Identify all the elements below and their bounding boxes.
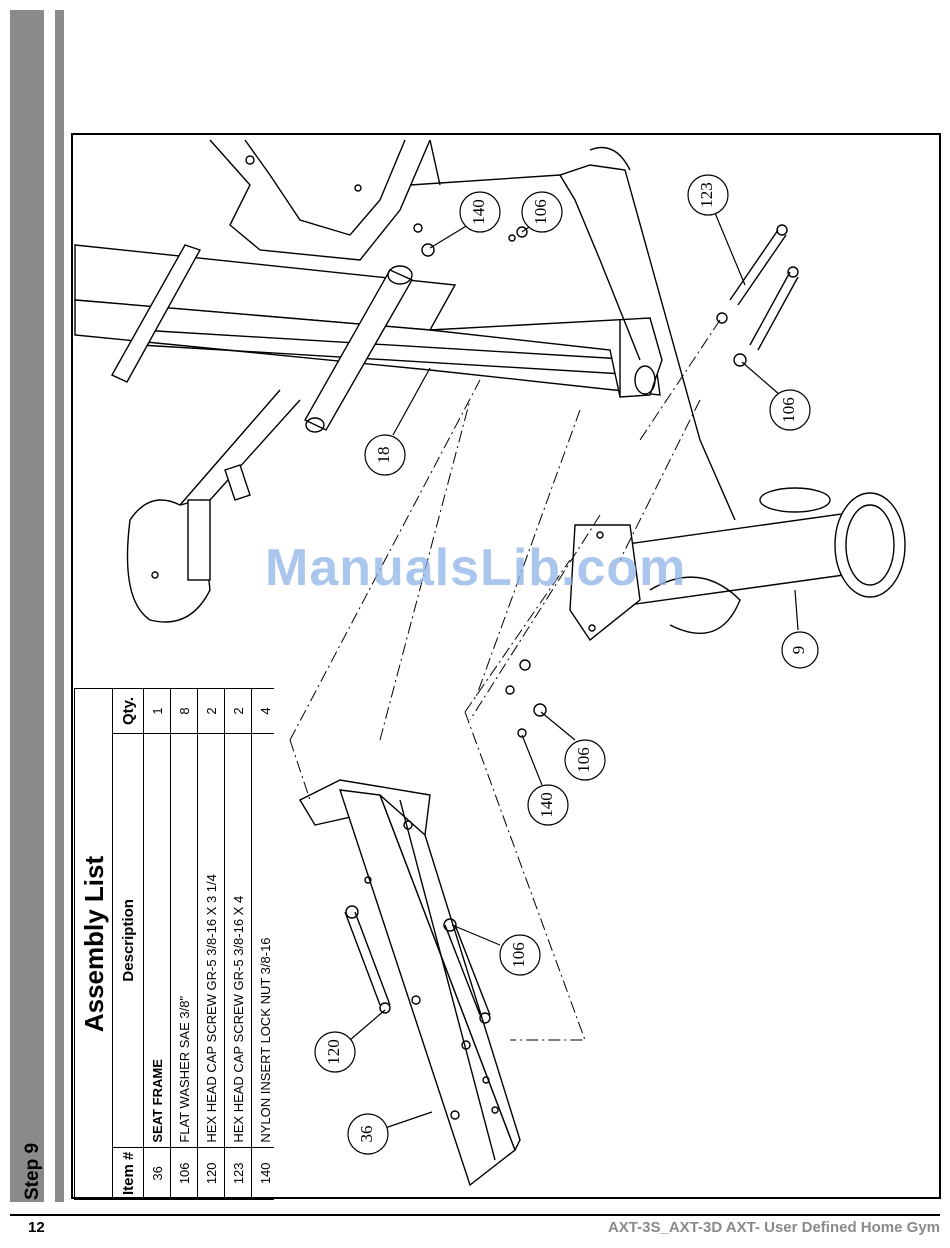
assembly-list-title: Assembly List xyxy=(74,688,112,1200)
svg-text:106: 106 xyxy=(531,199,550,225)
callout-18: 18 xyxy=(364,367,431,476)
diagram-frame xyxy=(71,133,941,1199)
item-qty: 8 xyxy=(170,688,198,734)
svg-text:36: 36 xyxy=(357,1126,376,1143)
pulley-hub-drawing xyxy=(126,389,301,623)
exploded-assembly-diagram: 140 106 123 106 18 9 xyxy=(74,139,906,1187)
item-description: SEAT FRAME xyxy=(143,733,171,1148)
step-label: Step 9 xyxy=(22,1142,43,1200)
side-bar-dark xyxy=(10,10,44,1202)
item-number: 106 xyxy=(170,1147,198,1200)
header-qty: Qty. xyxy=(112,688,144,734)
table-row: 120 HEX HEAD CAP SCREW GR-5 3/8-16 X 3 1… xyxy=(197,688,225,1200)
table-row: 123 HEX HEAD CAP SCREW GR-5 3/8-16 X 4 2 xyxy=(224,688,252,1200)
svg-text:140: 140 xyxy=(537,792,556,818)
svg-text:18: 18 xyxy=(374,447,393,464)
assembly-list: Assembly List Item # Description Qty. 36… xyxy=(74,688,274,1200)
document-reference: AXT-3S_AXT-3D AXT- User Defined Home Gym xyxy=(607,1219,940,1236)
svg-text:106: 106 xyxy=(574,747,593,773)
callout-9: 9 xyxy=(781,589,819,669)
rail-18-drawing xyxy=(74,244,663,433)
item-number: 123 xyxy=(224,1147,252,1200)
header-item: Item # xyxy=(112,1147,144,1200)
watermark: ManualsLib.com xyxy=(265,539,687,597)
item-number: 140 xyxy=(251,1147,274,1200)
table-row: 106 FLAT WASHER SAE 3/8" 8 xyxy=(170,688,198,1200)
callout-140-upper: 140 xyxy=(429,191,501,249)
item-description: FLAT WASHER SAE 3/8" xyxy=(170,733,198,1148)
callout-123: 123 xyxy=(687,174,746,286)
callout-106-upper: 106 xyxy=(521,191,563,233)
item-description: HEX HEAD CAP SCREW GR-5 3/8-16 X 4 xyxy=(224,733,252,1148)
callout-140-lower: 140 xyxy=(521,734,569,826)
callout-120: 120 xyxy=(314,1009,386,1073)
item-description: NYLON INSERT LOCK NUT 3/8-16 xyxy=(251,733,274,1148)
svg-text:140: 140 xyxy=(469,199,488,225)
seat-frame-36-drawing xyxy=(299,779,521,1187)
svg-text:106: 106 xyxy=(509,942,528,968)
item-number: 36 xyxy=(143,1147,171,1200)
item-qty: 2 xyxy=(224,688,252,734)
item-qty: 1 xyxy=(143,688,171,734)
svg-text:123: 123 xyxy=(697,182,716,208)
callout-36: 36 xyxy=(347,1111,433,1155)
item-qty: 2 xyxy=(197,688,225,734)
assembly-guide-lines xyxy=(289,319,721,1041)
header-description: Description xyxy=(112,733,144,1148)
side-bar-thin xyxy=(55,10,64,1202)
item-qty: 4 xyxy=(251,688,274,734)
item-number: 120 xyxy=(197,1147,225,1200)
callout-106-mid: 106 xyxy=(540,711,606,781)
item-description: HEX HEAD CAP SCREW GR-5 3/8-16 X 3 1/4 xyxy=(197,733,225,1148)
svg-text:106: 106 xyxy=(779,397,798,423)
footer-rule xyxy=(10,1214,940,1216)
svg-text:120: 120 xyxy=(324,1039,343,1065)
svg-text:9: 9 xyxy=(789,646,808,655)
table-row: 36 SEAT FRAME 1 xyxy=(143,688,171,1200)
callout-106-right: 106 xyxy=(741,361,811,431)
bolts-123-drawing xyxy=(413,223,799,738)
page-number: 12 xyxy=(28,1219,45,1236)
callout-106-lower: 106 xyxy=(451,924,541,976)
assembly-table: Item # Description Qty. 36 SEAT FRAME 1 … xyxy=(112,688,274,1200)
upper-frame-drawing xyxy=(209,139,736,521)
table-row: 140 NYLON INSERT LOCK NUT 3/8-16 4 xyxy=(251,688,274,1200)
post-9-drawing xyxy=(569,487,906,642)
